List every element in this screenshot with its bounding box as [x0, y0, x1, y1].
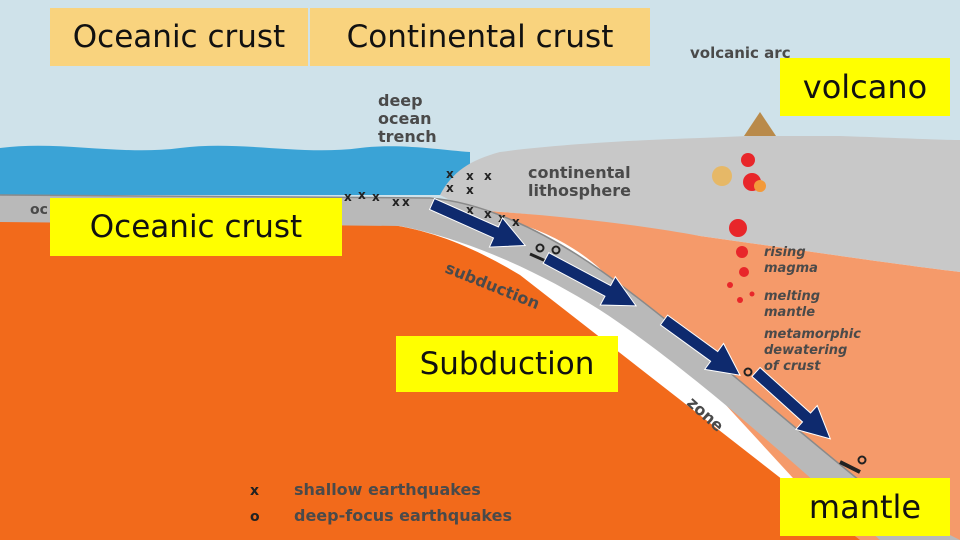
- label-rising-2: magma: [764, 261, 818, 276]
- deep-earthquake-dash-icon: [839, 460, 861, 474]
- shallow-earthquake-x-icon: x: [446, 181, 454, 195]
- shallow-earthquake-x-icon: x: [466, 169, 474, 183]
- shallow-earthquake-x-icon: x: [466, 183, 474, 197]
- ocean-water: [0, 145, 470, 195]
- magma-blob-icon: [754, 180, 766, 192]
- shallow-earthquake-x-icon: x: [484, 169, 492, 183]
- shallow-earthquake-x-icon: x: [344, 190, 352, 204]
- magma-blob-icon: [712, 166, 732, 186]
- label-trench-1: deep: [378, 91, 423, 110]
- callout-oceanic-crust-top: Oceanic crust: [50, 8, 308, 66]
- label-metamorphic-2: dewatering: [764, 343, 847, 358]
- deep-earthquake-o-icon: [551, 245, 561, 255]
- legend: x shallow earthquakes o deep-focus earth…: [250, 480, 512, 525]
- legend-deep-symbol: o: [250, 509, 260, 525]
- deep-earthquakes: [535, 243, 867, 465]
- subduction-arrows: [428, 197, 832, 440]
- label-continental-2: lithosphere: [528, 181, 631, 200]
- deep-earthquake-o-icon: [535, 243, 545, 253]
- magma-blob-icon: [741, 153, 755, 167]
- label-rising-1: rising: [764, 245, 806, 260]
- shallow-earthquake-x-icon: x: [392, 195, 400, 209]
- shallow-earthquake-x-icon: x: [446, 167, 454, 181]
- shallow-earthquake-x-icon: x: [484, 207, 492, 221]
- rising-magma: [712, 153, 766, 303]
- legend-deep-label: deep-focus earthquakes: [294, 506, 512, 525]
- label-melting-1: melting: [764, 289, 820, 304]
- legend-shallow-label: shallow earthquakes: [294, 480, 481, 499]
- deep-earthquake-o-icon: [743, 367, 753, 377]
- magma-blob-icon: [736, 246, 748, 258]
- callout-volcano: volcano: [780, 58, 950, 116]
- label-continental-1: continental: [528, 163, 631, 182]
- callout-subduction: Subduction: [396, 336, 618, 392]
- shallow-earthquake-x-icon: x: [466, 203, 474, 217]
- callout-mantle: mantle: [780, 478, 950, 536]
- label-left-edge: oc: [30, 202, 48, 218]
- volcano-peak-icon: [744, 112, 776, 136]
- magma-blob-icon: [727, 282, 733, 288]
- magma-blob-icon: [729, 219, 747, 237]
- magma-blob-icon: [739, 267, 749, 277]
- shallow-earthquake-x-icon: x: [512, 215, 520, 229]
- label-trench-3: trench: [378, 127, 437, 146]
- subduction-direction-arrow-icon: [428, 197, 527, 248]
- subduction-direction-arrow-icon: [751, 366, 832, 440]
- label-metamorphic-3: of crust: [764, 359, 821, 374]
- subduction-direction-arrow-icon: [659, 314, 741, 376]
- magma-blob-icon: [737, 297, 743, 303]
- label-melting-2: mantle: [764, 305, 815, 320]
- shallow-earthquake-x-icon: x: [358, 188, 366, 202]
- continental-crust-shape: [440, 118, 960, 272]
- deep-earthquake-o-icon: [857, 455, 867, 465]
- label-volcanic-arc: volcanic arc: [690, 44, 791, 62]
- shallow-earthquake-x-icon: x: [372, 190, 380, 204]
- shallow-earthquake-x-icon: x: [402, 195, 410, 209]
- label-trench-2: ocean: [378, 109, 432, 128]
- callout-oceanic-crust-mid: Oceanic crust: [50, 198, 342, 256]
- label-metamorphic-1: metamorphic: [764, 327, 861, 342]
- magma-blob-icon: [749, 291, 755, 297]
- callout-continental-crust: Continental crust: [310, 8, 650, 66]
- legend-shallow-symbol: x: [250, 483, 259, 499]
- subduction-direction-arrow-icon: [542, 252, 638, 307]
